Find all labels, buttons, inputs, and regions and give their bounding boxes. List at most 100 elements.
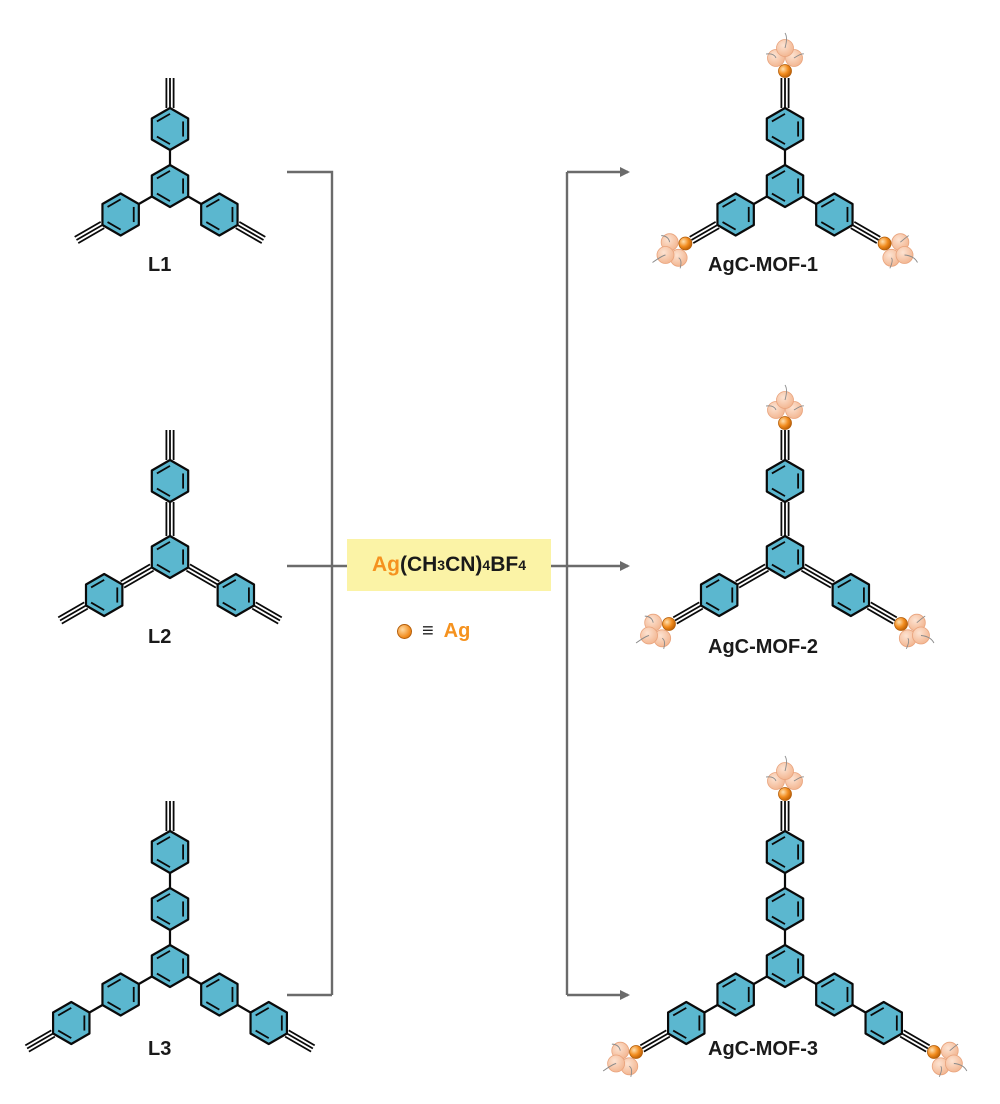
single-bond xyxy=(703,1004,719,1014)
triple-bond-line xyxy=(641,1032,669,1050)
reagent-ligand-part: (CH xyxy=(399,553,438,576)
silver-atom xyxy=(894,617,908,631)
triple-bond-line xyxy=(251,607,279,625)
aromatic-double-bond xyxy=(255,1007,270,1017)
aromatic-double-bond xyxy=(771,915,786,925)
aromatic-double-bond xyxy=(771,135,786,145)
aromatic-double-bond xyxy=(771,465,786,475)
linker-squiggle xyxy=(938,1065,943,1078)
triple-bond-line xyxy=(74,221,102,238)
aromatic-double-bond xyxy=(205,221,220,231)
legend: ≡ Ag xyxy=(397,620,470,643)
triple-bond-line xyxy=(77,227,105,244)
aromatic-double-bond xyxy=(156,950,171,960)
triple-bond-line xyxy=(639,1029,667,1047)
linker-squiggle xyxy=(889,257,893,269)
linker-squiggle xyxy=(766,776,777,782)
single-bond xyxy=(88,1004,104,1014)
linker-squiggle xyxy=(953,1063,968,1072)
linker-squiggle xyxy=(602,1063,617,1072)
aromatic-double-bond xyxy=(156,893,171,903)
triple-bond-line xyxy=(238,221,266,238)
linker-squiggle xyxy=(900,235,909,243)
silver-atom xyxy=(927,1045,941,1059)
reagent-metal: Ag xyxy=(371,553,400,576)
linker-squiggle xyxy=(793,776,805,782)
aromatic-double-bond xyxy=(705,579,720,589)
aromatic-double-bond xyxy=(156,541,171,551)
aromatic-double-bond xyxy=(771,487,786,497)
aromatic-double-bond xyxy=(107,1001,122,1011)
linker-squiggle xyxy=(920,635,935,644)
triple-bond-line xyxy=(738,569,770,589)
triple-bond-line xyxy=(901,1032,929,1050)
aromatic-double-bond xyxy=(672,1007,687,1017)
single-bond xyxy=(138,195,153,205)
triple-bond-line xyxy=(672,601,700,619)
aromatic-double-bond xyxy=(156,192,171,202)
aromatic-double-bond xyxy=(222,601,237,611)
silver-atom xyxy=(778,787,792,801)
linker-squiggle xyxy=(784,32,787,49)
triple-bond-line xyxy=(691,224,718,241)
linker-squiggle xyxy=(784,755,787,772)
single-bond xyxy=(851,1004,867,1014)
legend-metal: Ag xyxy=(443,620,471,642)
silver-atom xyxy=(778,416,792,430)
triple-bond-line xyxy=(802,566,834,586)
triple-bond-line xyxy=(187,566,219,586)
triple-bond-line xyxy=(903,1029,931,1047)
aromatic-double-bond xyxy=(156,487,171,497)
label-AgC-MOF-2: AgC-MOF-2 xyxy=(708,636,818,658)
single-bond xyxy=(753,195,768,205)
triple-bond-line xyxy=(28,1035,56,1053)
single-bond xyxy=(138,975,153,985)
aromatic-double-bond xyxy=(107,221,122,231)
aromatic-double-bond xyxy=(722,198,737,208)
triple-bond-line xyxy=(123,569,155,589)
aromatic-double-bond xyxy=(156,915,171,925)
aromatic-double-bond xyxy=(107,978,122,988)
linker-squiggle xyxy=(629,1065,633,1077)
triple-bond-line xyxy=(870,601,898,619)
label-L1: L1 xyxy=(148,254,172,276)
linker-squiggle xyxy=(905,637,910,650)
triple-bond-line xyxy=(676,607,704,625)
aromatic-double-bond xyxy=(156,113,171,123)
triple-bond-line xyxy=(286,1032,314,1050)
triple-bond-line xyxy=(253,604,281,622)
single-bond xyxy=(187,975,202,985)
aromatic-double-bond xyxy=(57,1007,72,1017)
linker-squiggle xyxy=(766,405,777,411)
aromatic-double-bond xyxy=(771,113,786,123)
triple-bond-line xyxy=(850,227,878,244)
silver-atom xyxy=(778,64,792,78)
molecule-L3 xyxy=(24,801,316,1053)
aromatic-double-bond xyxy=(90,579,105,589)
silver-atom-icon xyxy=(397,624,412,639)
linker-squiggle xyxy=(949,1043,959,1052)
molecule-AgC-MOF-2 xyxy=(635,384,935,650)
aromatic-double-bond xyxy=(771,836,786,846)
aromatic-double-bond xyxy=(705,601,720,611)
linker-squiggle xyxy=(678,257,682,269)
bracket-from-L1 xyxy=(287,170,334,995)
triple-bond-line xyxy=(689,221,717,238)
single-bond xyxy=(236,1004,252,1014)
single-bond xyxy=(802,975,817,985)
aromatic-double-bond xyxy=(771,972,786,982)
linker-squiggle xyxy=(611,1043,621,1051)
reagent-mid: CN) xyxy=(445,553,483,576)
aromatic-double-bond xyxy=(722,1001,737,1011)
aromatic-double-bond xyxy=(771,170,786,180)
triple-bond-line xyxy=(736,566,768,586)
aromatic-double-bond xyxy=(837,579,852,589)
triple-bond-line xyxy=(852,224,879,241)
aromatic-double-bond xyxy=(205,198,220,208)
triple-bond-line xyxy=(121,566,153,586)
aromatic-double-bond xyxy=(771,858,786,868)
aromatic-double-bond xyxy=(722,978,737,988)
linker-squiggle xyxy=(784,384,787,401)
linker-squiggle xyxy=(793,405,805,411)
